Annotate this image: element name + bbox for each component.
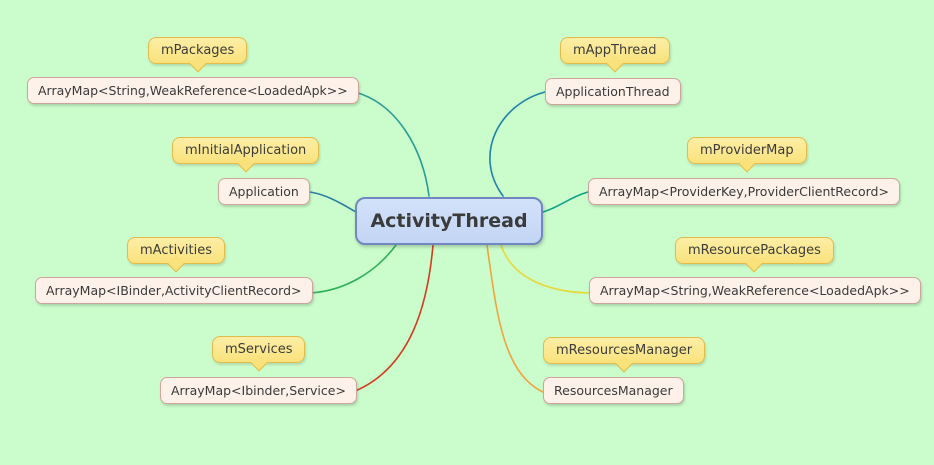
- edge-mactivities: [309, 244, 397, 294]
- topic-node-mprovidermap-type[interactable]: ArrayMap<ProviderKey,ProviderClientRecor…: [588, 178, 900, 205]
- topic-node-mresourcesmanager-type[interactable]: ResourcesManager: [543, 377, 684, 404]
- callout-mactivities[interactable]: mActivities: [127, 237, 225, 273]
- topic-node-mappthread-type[interactable]: ApplicationThread: [545, 78, 681, 105]
- callout-mresourcepackages[interactable]: mResourcePackages: [675, 237, 834, 273]
- callout-label: mPackages: [161, 43, 235, 58]
- edge-mresourcesmanager: [486, 244, 544, 393]
- callout-label: mResourcePackages: [688, 243, 821, 258]
- topic-node-mservices-type[interactable]: ArrayMap<Ibinder,Service>: [160, 377, 357, 404]
- callout-label: mAppThread: [573, 43, 657, 58]
- callout-mservices[interactable]: mServices: [212, 336, 306, 372]
- topic-node-mpackages-type[interactable]: ArrayMap<String,WeakReference<LoadedApk>…: [27, 77, 359, 104]
- callout-label: mInitialApplication: [185, 143, 307, 158]
- callout-label: mProviderMap: [700, 143, 794, 158]
- topic-node-mresourcepackages-type[interactable]: ArrayMap<String,WeakReference<LoadedApk>…: [589, 277, 921, 304]
- callout-mresourcesmanager[interactable]: mResourcesManager: [543, 337, 706, 373]
- center-topic-activitythread[interactable]: ActivityThread: [355, 197, 543, 245]
- topic-node-mactivities-type[interactable]: ArrayMap<IBinder,ActivityClientRecord>: [35, 277, 313, 304]
- edge-mpackages: [354, 91, 430, 197]
- topic-node-minitialapplication-type[interactable]: Application: [218, 178, 310, 205]
- callout-label: mServices: [225, 342, 293, 357]
- callout-mappthread[interactable]: mAppThread: [560, 37, 670, 73]
- callout-minitialapplication[interactable]: mInitialApplication: [172, 137, 320, 173]
- callout-mpackages[interactable]: mPackages: [148, 37, 248, 73]
- callout-label: mActivities: [140, 243, 212, 258]
- edge-mservices: [352, 244, 434, 393]
- edge-mappthread: [489, 91, 546, 197]
- callout-mprovidermap[interactable]: mProviderMap: [687, 137, 807, 173]
- callout-label: mResourcesManager: [556, 343, 693, 358]
- edge-minitialapplication: [309, 191, 357, 213]
- edge-mresourcepackages: [500, 244, 590, 294]
- edge-mprovidermap: [542, 191, 589, 213]
